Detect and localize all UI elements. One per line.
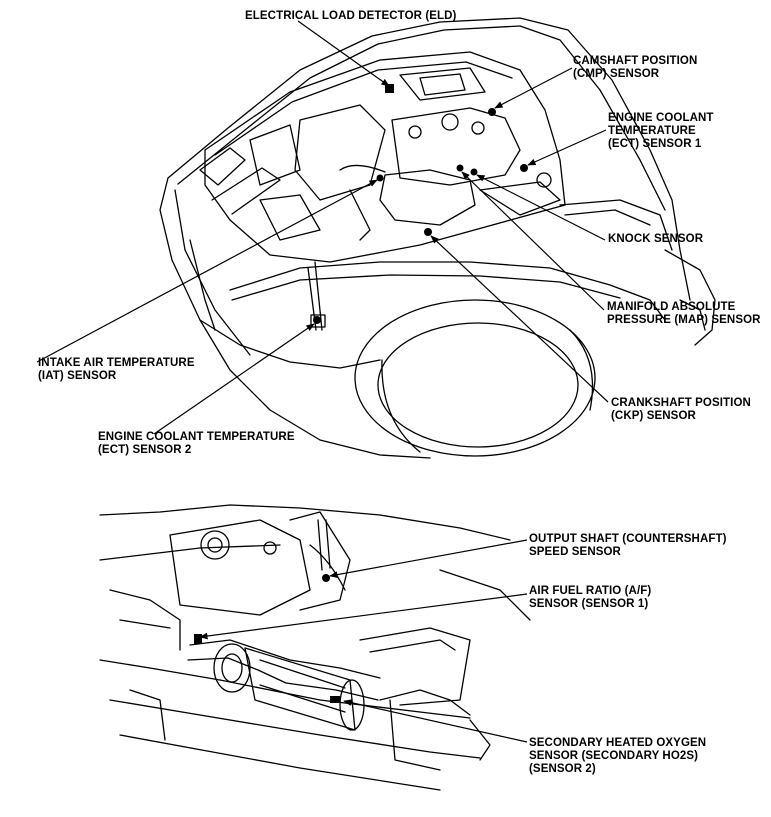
label-iat-sensor: INTAKE AIR TEMPERATURE (IAT) SENSOR — [38, 357, 195, 383]
label-ect2-line-2: (ECT) SENSOR 2 — [98, 444, 192, 456]
underside-drawing — [99, 504, 531, 791]
label-output-shaft-line-2: SPEED SENSOR — [529, 546, 621, 558]
label-iat-line-1: INTAKE AIR TEMPERATURE — [38, 357, 195, 369]
label-iat-line-2: (IAT) SENSOR — [38, 370, 117, 382]
label-ect1-line-1: ENGINE COOLANT — [608, 112, 714, 124]
label-ckp-line-1: CRANKSHAFT POSITION — [611, 397, 751, 409]
label-eld: ELECTRICAL LOAD DETECTOR (ELD) — [245, 10, 457, 23]
label-secondary-ho2s: SECONDARY HEATED OXYGEN SENSOR (SECONDAR… — [529, 737, 706, 776]
label-map-sensor: MANIFOLD ABSOLUTE PRESSURE (MAP) SENSOR — [607, 301, 761, 327]
label-ckp-sensor: CRANKSHAFT POSITION (CKP) SENSOR — [611, 397, 751, 423]
sensor-markers-bottom — [194, 574, 340, 703]
label-cmp-sensor: CAMSHAFT POSITION (CMP) SENSOR — [573, 55, 697, 81]
label-ect1-line-3: (ECT) SENSOR 1 — [608, 138, 702, 150]
leader-lines-bottom — [199, 539, 528, 743]
sensor-markers-top — [313, 84, 528, 324]
label-ect-sensor-2: ENGINE COOLANT TEMPERATURE (ECT) SENSOR … — [98, 431, 295, 457]
label-eld-line-1: ELECTRICAL LOAD DETECTOR (ELD) — [245, 10, 457, 22]
label-ect2-line-1: ENGINE COOLANT TEMPERATURE — [98, 431, 295, 443]
label-ho2s-line-3: (SENSOR 2) — [529, 763, 596, 775]
label-ect-sensor-1: ENGINE COOLANT TEMPERATURE (ECT) SENSOR … — [608, 112, 714, 151]
label-ho2s-line-2: SENSOR (SECONDARY HO2S) — [529, 750, 699, 762]
label-cmp-line-1: CAMSHAFT POSITION — [573, 55, 698, 67]
label-cmp-line-2: (CMP) SENSOR — [573, 68, 660, 80]
leader-lines-top — [36, 20, 609, 435]
label-output-shaft-line-1: OUTPUT SHAFT (COUNTERSHAFT) — [529, 533, 727, 545]
label-map-line-2: PRESSURE (MAP) SENSOR — [607, 314, 761, 326]
label-ho2s-line-1: SECONDARY HEATED OXYGEN — [529, 737, 707, 749]
label-ckp-line-2: (CKP) SENSOR — [611, 410, 696, 422]
label-knock-sensor: KNOCK SENSOR — [608, 233, 703, 246]
label-af-sensor: AIR FUEL RATIO (A/F) SENSOR (SENSOR 1) — [529, 585, 651, 611]
label-output-shaft-sensor: OUTPUT SHAFT (COUNTERSHAFT) SPEED SENSOR — [529, 533, 727, 559]
label-ect1-line-2: TEMPERATURE — [608, 125, 696, 137]
label-map-line-1: MANIFOLD ABSOLUTE — [607, 301, 736, 313]
label-knock-line-1: KNOCK SENSOR — [608, 233, 704, 245]
label-af-line-2: SENSOR (SENSOR 1) — [529, 598, 649, 610]
label-af-line-1: AIR FUEL RATIO (A/F) — [529, 585, 652, 597]
